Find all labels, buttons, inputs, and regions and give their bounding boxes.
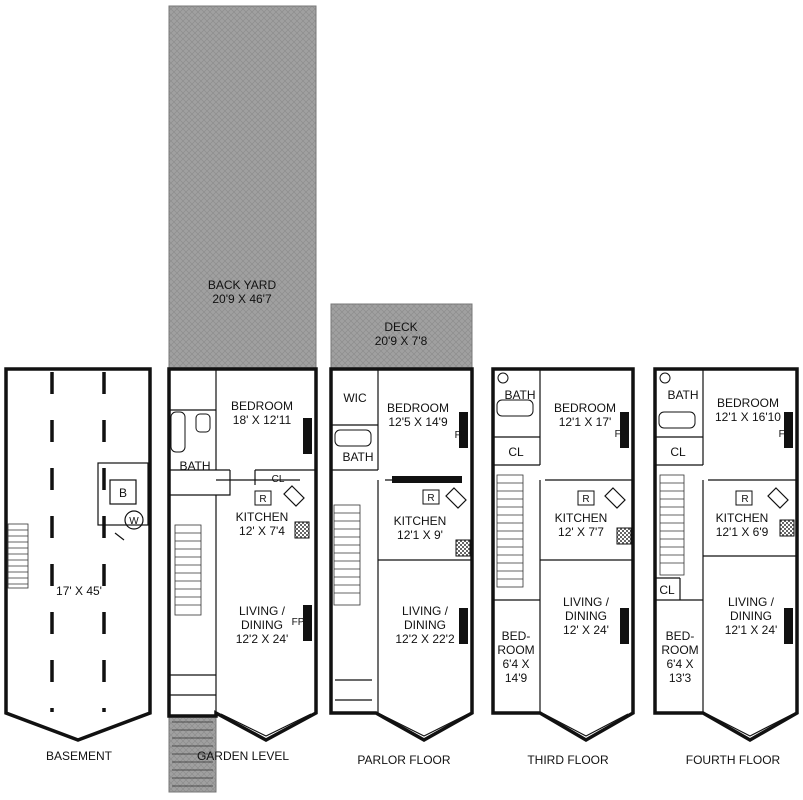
- third-fireplace-label: FP: [615, 429, 628, 440]
- garden-bath-label: BATH: [179, 459, 210, 473]
- fourth-bath-label: BATH: [667, 388, 698, 402]
- third-fridge-label: R: [582, 494, 589, 505]
- back-yard-dim: 20'9 X 46'7: [212, 292, 272, 306]
- garden-fireplace-label: FP: [292, 617, 305, 628]
- third-bedroom2-line3: 6'4 X: [503, 657, 530, 671]
- water-heater-label: W: [129, 516, 139, 527]
- parlor-kitchen-dim: 12'1 X 9': [397, 528, 443, 542]
- third-bedroom-dim: 12'1 X 17': [559, 415, 612, 429]
- boiler-box: [109, 479, 137, 505]
- parlor-living-dim: 12'2 X 22'2: [395, 632, 455, 646]
- garden-kitchen-dim: 12' X 7'4: [239, 524, 285, 538]
- fourth-kitchen-label: KITCHEN: [716, 511, 769, 525]
- fourth-bedroom2-line3: 6'4 X: [667, 657, 694, 671]
- third-living-label: LIVING /: [563, 595, 610, 609]
- fourth-floor-title: FOURTH FLOOR: [686, 753, 781, 767]
- third-living-dim: 12' X 24': [563, 623, 609, 637]
- parlor-bedroom-label: BEDROOM: [387, 401, 449, 415]
- basement-main-dim: 17' X 45': [56, 584, 102, 598]
- third-bath-label: BATH: [504, 388, 535, 402]
- fourth-closet-label: CL: [670, 445, 686, 459]
- fourth-fireplace-label: FP: [779, 429, 792, 440]
- third-floor-plan: [491, 367, 635, 743]
- parlor-bath-label: BATH: [342, 450, 373, 464]
- garden-living-dim: 12'2 X 24': [236, 632, 289, 646]
- garden-kitchen-label: KITCHEN: [236, 510, 289, 524]
- fourth-living-label: LIVING /: [728, 595, 775, 609]
- boiler-label: B: [119, 486, 127, 500]
- fourth-bedroom-label: BEDROOM: [717, 396, 779, 410]
- basement-stairs: [7, 523, 29, 589]
- fourth-dining-label: DINING: [730, 609, 772, 623]
- deck-area: [330, 303, 473, 369]
- garden-bedroom-dim: 18' X 12'11: [233, 413, 292, 427]
- parlor-living-label: LIVING /: [402, 604, 449, 618]
- parlor-bedroom-dim: 12'5 X 14'9: [388, 415, 448, 429]
- fourth-bedroom-dim: 12'1 X 16'10: [715, 410, 781, 424]
- deck-label: DECK: [384, 320, 417, 334]
- parlor-kitchen-label: KITCHEN: [394, 514, 447, 528]
- third-floor-title: THIRD FLOOR: [527, 753, 609, 767]
- basement-plan: [4, 367, 152, 742]
- third-bedroom-label: BEDROOM: [554, 401, 616, 415]
- third-bedroom2-line1: BED-: [502, 629, 531, 643]
- deck-dim: 20'9 X 7'8: [375, 334, 428, 348]
- garden-level-plan: [167, 5, 318, 793]
- garden-dining-label: DINING: [241, 618, 283, 632]
- third-bedroom2-line4: 14'9: [505, 671, 528, 685]
- third-closet-label: CL: [508, 445, 524, 459]
- water-heater-icon: [124, 510, 144, 530]
- parlor-dining-label: DINING: [404, 618, 446, 632]
- basement-title: BASEMENT: [46, 749, 113, 763]
- fourth-living-dim: 12'1 X 24': [725, 623, 778, 637]
- third-kitchen-dim: 12' X 7'7: [558, 525, 604, 539]
- fourth-bedroom2-line1: BED-: [666, 629, 695, 643]
- parlor-fridge-label: R: [427, 493, 434, 504]
- garden-fridge-label: R: [259, 494, 266, 505]
- third-dining-label: DINING: [565, 609, 607, 623]
- fourth-floor-plan: [653, 367, 799, 743]
- fourth-kitchen-dim: 12'1 X 6'9: [716, 525, 769, 539]
- third-bedroom2-line2: ROOM: [497, 643, 534, 657]
- parlor-floor-plan: [329, 303, 474, 743]
- garden-living-label: LIVING /: [239, 604, 286, 618]
- garden-closet-label: CL: [272, 474, 285, 485]
- parlor-fireplace-label: FP: [455, 430, 468, 441]
- fourth-closet2-label: CL: [659, 583, 675, 597]
- back-yard-label: BACK YARD: [208, 278, 277, 292]
- parlor-floor-title: PARLOR FLOOR: [357, 753, 450, 767]
- third-kitchen-label: KITCHEN: [555, 511, 608, 525]
- fourth-bedroom2-line2: ROOM: [661, 643, 698, 657]
- garden-level-title: GARDEN LEVEL: [197, 749, 289, 763]
- parlor-wic-label: WIC: [343, 391, 367, 405]
- fourth-bedroom2-line4: 13'3: [669, 671, 692, 685]
- garden-bedroom-label: BEDROOM: [231, 399, 293, 413]
- back-yard-area: [168, 5, 317, 369]
- fourth-fridge-label: R: [741, 494, 748, 505]
